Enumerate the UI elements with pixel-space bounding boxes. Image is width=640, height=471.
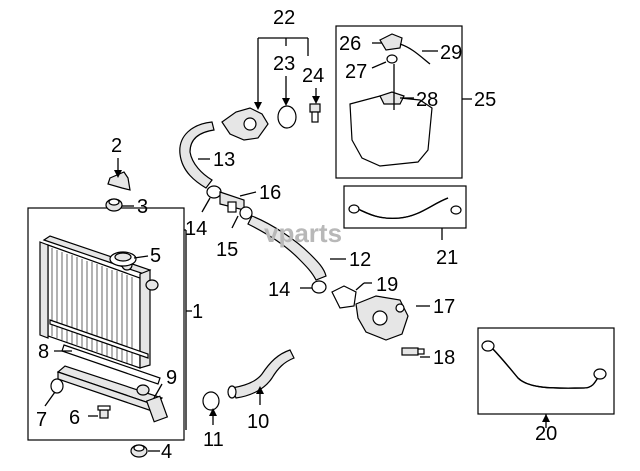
callout-19: 19	[376, 274, 398, 296]
leader-lines	[44, 37, 547, 452]
hose-clamp-14a	[206, 185, 222, 199]
hose-12	[247, 215, 327, 281]
radiator-cap	[109, 251, 137, 267]
hose-clamp-14b	[311, 280, 327, 294]
watermark: vparts	[264, 218, 342, 248]
callout-11: 11	[203, 429, 224, 451]
bypass-hose-20	[481, 340, 607, 389]
callout-16: 16	[259, 182, 281, 204]
callout-18: 18	[433, 347, 455, 369]
callout-4: 4	[161, 441, 172, 463]
callout-22: 22	[273, 7, 295, 29]
coolant-reservoir	[349, 91, 433, 167]
callout-24: 24	[302, 65, 324, 87]
overflow-hose-21	[348, 197, 462, 220]
bolt-6	[97, 405, 111, 419]
reservoir-hose-29	[399, 43, 431, 65]
callout-15: 15	[216, 239, 238, 261]
callout-28: 28	[416, 89, 438, 111]
thermostat-housing	[221, 107, 269, 141]
callout-20: 20	[535, 423, 557, 445]
hose-clamp-11	[202, 391, 220, 411]
callout-5: 5	[150, 245, 161, 267]
radiator-lower-seal	[49, 319, 149, 359]
water-pipe-16	[219, 191, 245, 213]
leader-arrowheads	[114, 96, 550, 422]
callout-14-upper: 14	[185, 218, 207, 240]
bolt-24	[309, 103, 321, 123]
gasket-23	[277, 105, 297, 129]
reservoir-cap-26	[379, 33, 403, 51]
bypass-hose-group-box	[477, 327, 615, 415]
bolt-18	[401, 347, 425, 356]
hose-clamp-15	[239, 206, 253, 220]
lower-cushion-4	[130, 444, 148, 458]
bracket-2	[107, 171, 131, 191]
callout-6: 6	[69, 407, 80, 429]
drain-plug	[50, 378, 64, 394]
radiator-lower-rail	[61, 344, 161, 385]
callout-29: 29	[440, 42, 462, 64]
callout-13: 13	[213, 149, 235, 171]
gasket-19	[331, 285, 357, 309]
callout-25: 25	[474, 89, 496, 111]
o-ring-27	[386, 54, 398, 64]
callout-10: 10	[247, 411, 269, 433]
callout-8: 8	[38, 341, 49, 363]
callout-27: 27	[345, 61, 367, 83]
callout-1: 1	[192, 301, 203, 323]
radiator-group-box	[27, 207, 185, 441]
water-outlet-17	[355, 295, 409, 341]
mount-cushion-3	[105, 198, 123, 212]
callout-3: 3	[137, 196, 148, 218]
radiator-lower-tank	[56, 365, 169, 423]
callout-21: 21	[436, 247, 458, 269]
callout-12: 12	[349, 249, 371, 271]
callout-9: 9	[166, 367, 177, 389]
grommet-9	[136, 279, 159, 396]
callout-14-lower: 14	[268, 279, 290, 301]
callout-26: 26	[339, 33, 361, 55]
callout-7: 7	[36, 409, 47, 431]
overflow-hose-group-box	[343, 185, 467, 229]
reservoir-group-box	[335, 25, 463, 179]
callout-2: 2	[111, 135, 122, 157]
callout-23: 23	[273, 53, 295, 75]
upper-hose-13	[179, 121, 215, 189]
callout-17: 17	[433, 296, 455, 318]
